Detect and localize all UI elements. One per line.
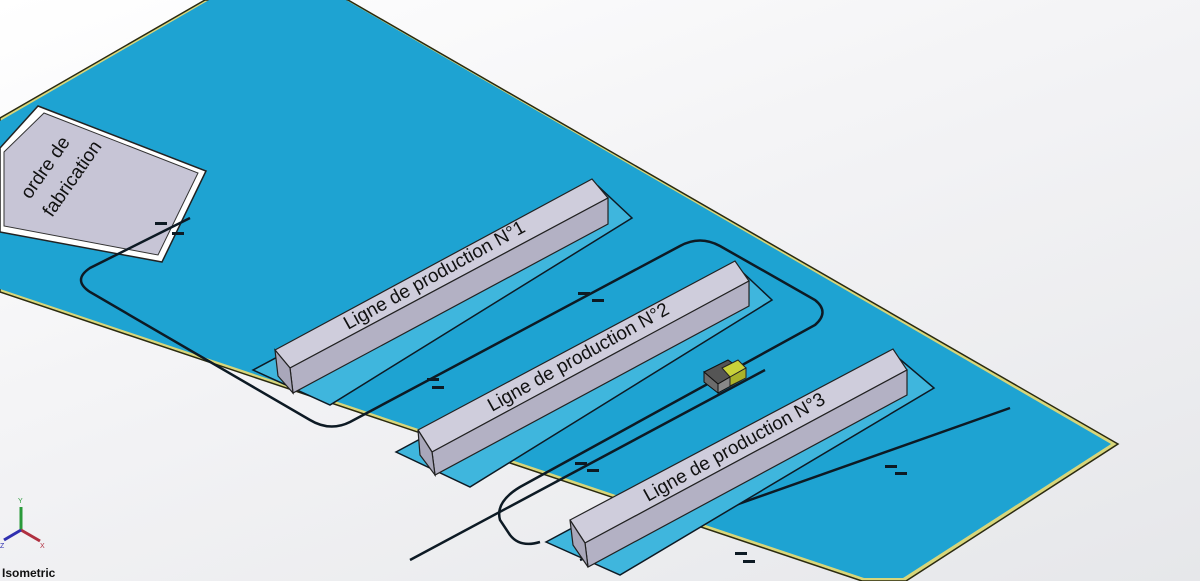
floor-plate[interactable] — [0, 0, 1111, 578]
view-orientation-label: Isometric — [2, 566, 56, 580]
triad-z-label: Z — [0, 543, 5, 550]
track-markers — [155, 222, 907, 563]
triad-x-label: X — [40, 543, 45, 550]
triad-y-label: Y — [18, 498, 23, 505]
agv-cart[interactable] — [703, 359, 747, 395]
production-line-1[interactable]: Ligne de production N°1 — [251, 178, 634, 406]
order-box[interactable]: ordre de fabrication — [0, 105, 208, 263]
axis-triad: Y X Z — [0, 498, 45, 550]
